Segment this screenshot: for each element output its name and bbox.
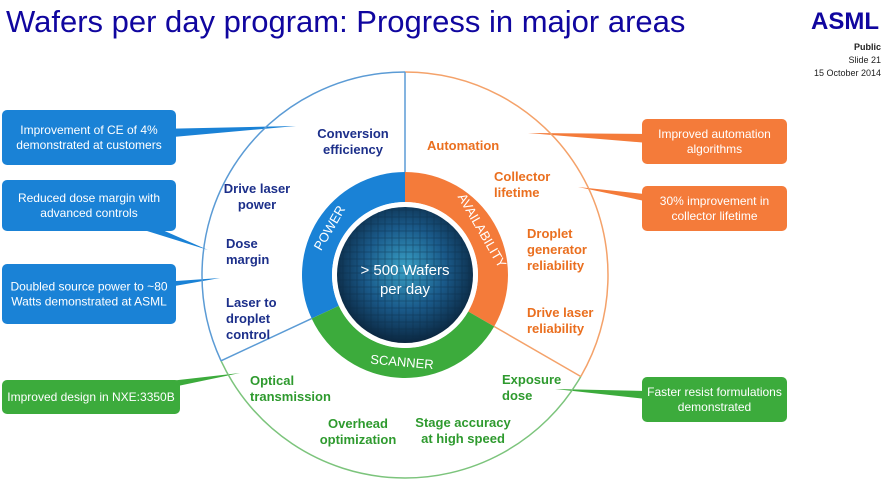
outer-arc-availability <box>404 71 609 377</box>
callout-text: Doubled source power to ~80 <box>10 280 167 294</box>
callout-text: Faster resist formulations <box>647 385 782 399</box>
callout-text: Improvement of CE of 4% <box>20 123 158 137</box>
classification-label: Public <box>853 42 881 52</box>
callout-text: Watts demonstrated at ASML <box>11 295 167 309</box>
callout-box <box>642 186 787 231</box>
callout-text: advanced controls <box>40 206 137 220</box>
callout-text: collector lifetime <box>671 209 757 223</box>
divider-left <box>220 317 312 362</box>
slide-number: Slide 21 <box>848 55 881 65</box>
outer-arc-scanner <box>220 360 582 479</box>
segment-scanner <box>311 305 495 378</box>
wafer-grid <box>337 207 473 343</box>
logo-text: ASML <box>811 8 879 34</box>
segment-availability <box>405 172 508 327</box>
center-line-1: > 500 Wafers <box>360 262 449 279</box>
page-title: Wafers per day program: Progress in majo… <box>6 4 686 39</box>
callout-text: Improved automation <box>658 127 771 141</box>
callout-box <box>2 180 176 231</box>
callout-layer: Improvement of CE of 4%demonstrated at c… <box>2 110 787 422</box>
area-availability-1: Automation <box>427 138 499 153</box>
center-line-2: per day <box>380 281 431 298</box>
callout-box <box>2 380 180 414</box>
segment-power <box>302 172 405 319</box>
slide-date: 15 October 2014 <box>813 68 881 78</box>
segment-label-scanner: SCANNER <box>370 352 435 372</box>
callout-box <box>642 119 787 164</box>
callout-text: demonstrated <box>678 400 751 414</box>
ring-layer <box>201 71 609 479</box>
callout-text: algorithms <box>687 142 742 156</box>
divider-right <box>493 325 582 378</box>
callout-text: Reduced dose margin with <box>18 191 160 205</box>
callout-box <box>2 110 176 165</box>
callout-4: Improved design in NXE:3350B <box>2 373 240 414</box>
callout-text: 30% improvement in <box>660 194 769 208</box>
outer-arc-power <box>201 71 406 362</box>
callout-text: demonstrated at customers <box>16 138 161 152</box>
callout-text: Improved design in NXE:3350B <box>7 390 174 404</box>
callout-box <box>2 264 176 324</box>
callout-box <box>642 377 787 422</box>
callout-1: Improvement of CE of 4%demonstrated at c… <box>2 110 296 165</box>
asml-logo: ASML <box>811 8 879 34</box>
